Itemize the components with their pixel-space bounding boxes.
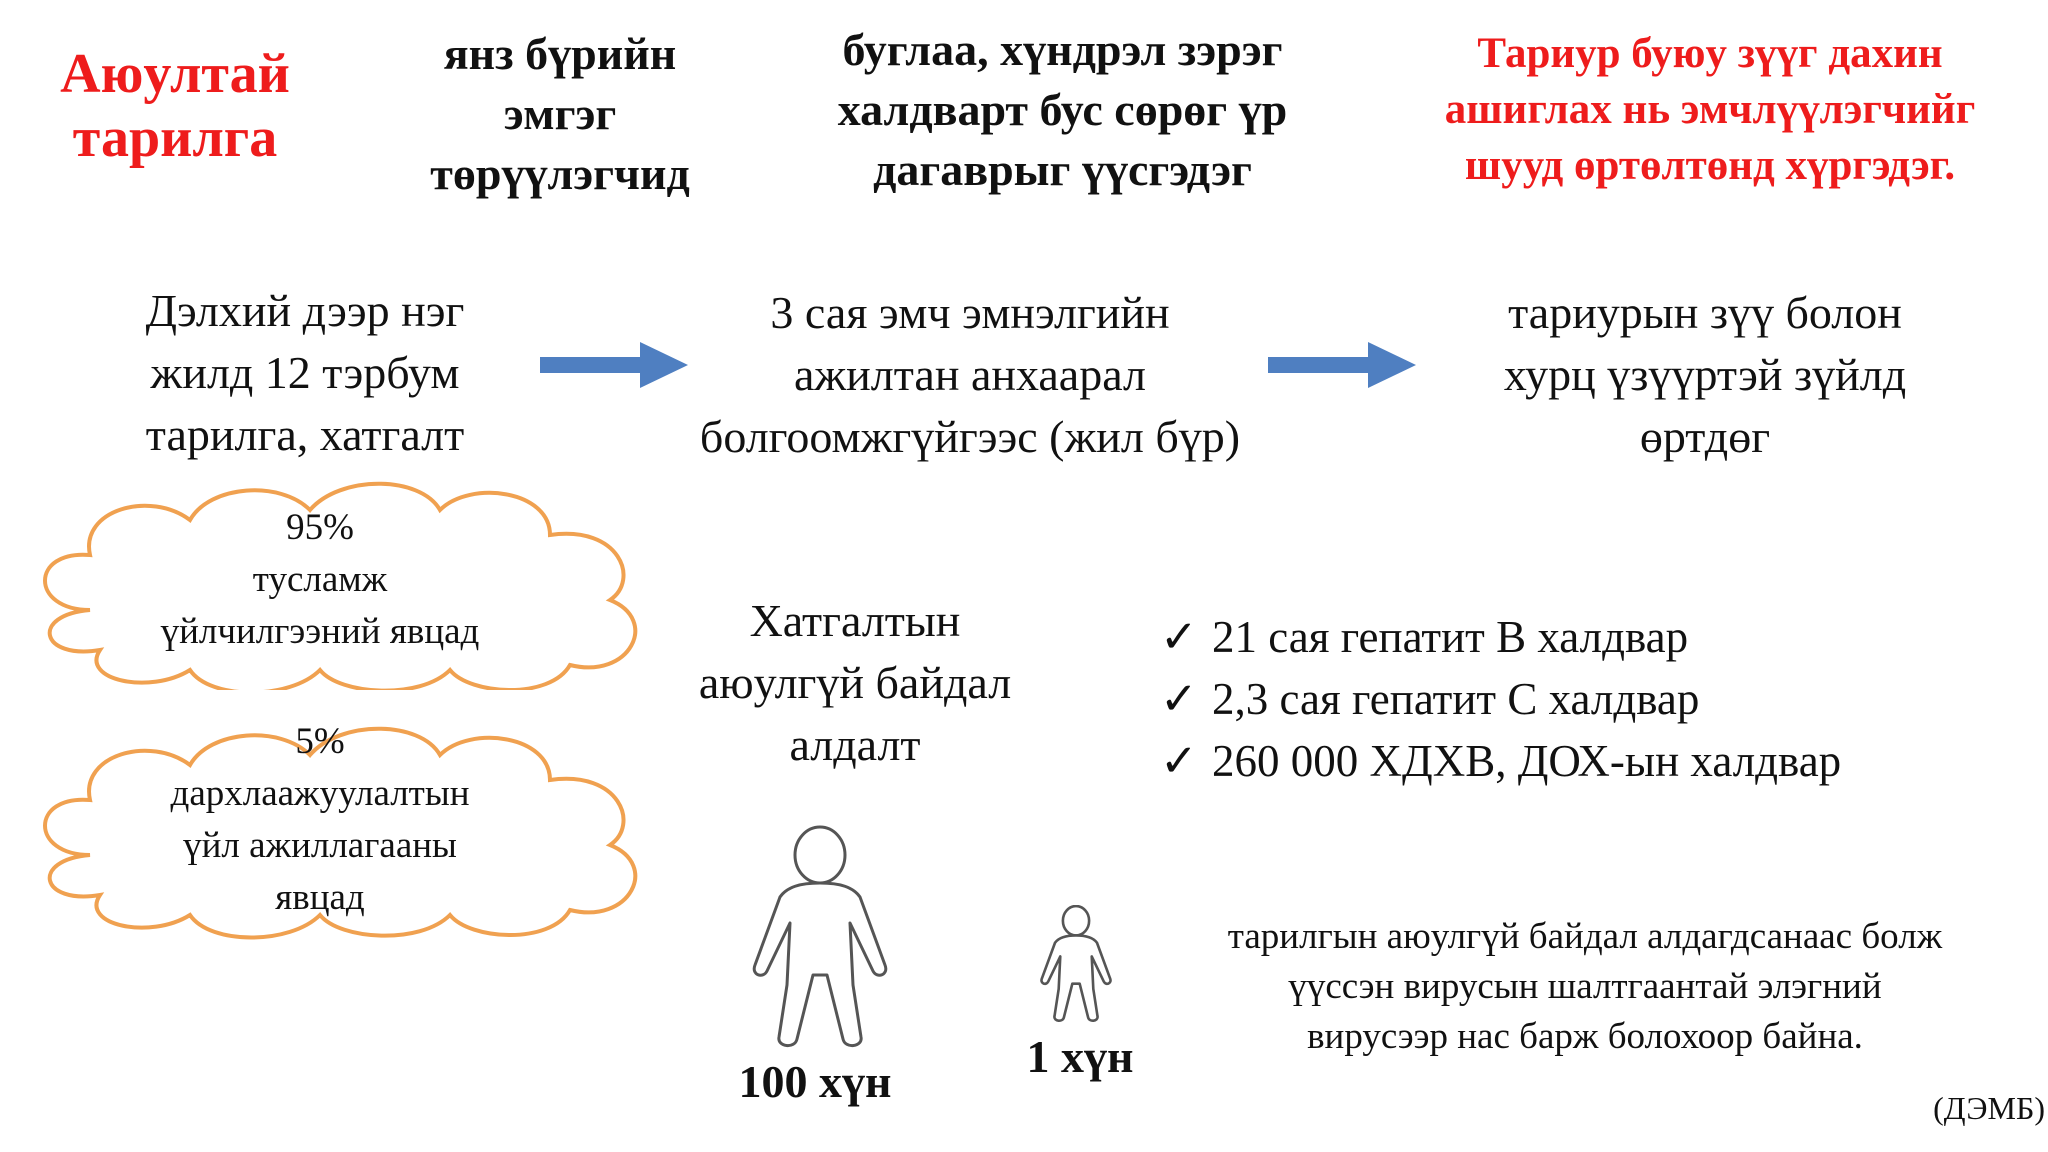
cloud-line: тусламж <box>252 559 388 600</box>
infection-checklist: ✓ 21 сая гепатит B халдвар ✓ 2,3 сая гепат… <box>1160 606 2020 792</box>
checkmark-icon: ✓ <box>1160 612 1198 662</box>
page-title-line: тарилга <box>72 107 278 169</box>
cloud-line: дархлаажуулалтын <box>170 773 470 814</box>
person-label-1: 1 хүн <box>1026 1031 1134 1082</box>
cloud-shape-icon <box>43 726 638 940</box>
person-label-100: 100 хүн <box>738 1056 892 1107</box>
flow-step-health-workers: 3 сая эмч эмнэлгийн ажилтан анхаарал бол… <box>660 282 1280 468</box>
header-line: буглаа, хүндрэл зэрэг <box>842 24 1283 75</box>
header-side-effects: буглаа, хүндрэл зэрэг халдварт бус сөрөг… <box>770 20 1355 200</box>
cloud-shape-icon <box>43 481 638 690</box>
checklist-item: ✓ 2,3 сая гепатит C халдвар <box>1160 668 2020 730</box>
header-pathogens: янз бүрийн эмгэг төрүүлэгчид <box>395 24 725 204</box>
flow-line: өртдөг <box>1639 411 1771 462</box>
header-line: ашиглах нь эмчлүүлэгчийг <box>1444 86 1976 133</box>
flow-step-injections: Дэлхий дээр нэг жилд 12 тэрбум тарилга, … <box>85 280 525 466</box>
note-line: вирусээр нас барж болохоор байна. <box>1307 1016 1863 1057</box>
cloud-line: 95% <box>286 507 354 548</box>
checkmark-icon: ✓ <box>1160 736 1198 786</box>
checklist-item-text: 2,3 сая гепатит C халдвар <box>1212 674 1700 724</box>
mortality-note: тарилгын аюулгүй байдал алдагдсанаас бол… <box>1160 912 2010 1062</box>
cloud-immunization: 5% дархлаажуулалтын үйл ажиллагааны явца… <box>100 716 540 924</box>
note-line: үүссэн вирусын шалтгаантай элэгний <box>1288 966 1882 1007</box>
header-line: эмгэг <box>503 88 617 139</box>
header-line: халдварт бус сөрөг үр <box>837 84 1288 135</box>
checkmark-icon: ✓ <box>1160 674 1198 724</box>
injection-safety-failure: Хатгалтын аюулгүй байдал алдалт <box>660 590 1050 776</box>
flow-line: ажилтан анхаарал <box>793 349 1146 400</box>
header-line: төрүүлэгчид <box>430 148 690 199</box>
cloud-care-services: 95% тусламж үйлчилгээний явцад <box>100 502 540 658</box>
header-line: Тариур буюу зүүг дахин <box>1477 30 1943 77</box>
flow-line: болгоомжгүйгээс (жил бүр) <box>699 411 1241 462</box>
person-icon <box>752 825 888 1047</box>
checklist-item: ✓ 260 000 ХДХВ, ДОХ-ын халдвар <box>1160 730 2020 792</box>
flow-line: жилд 12 тэрбум <box>150 347 460 398</box>
cloud-line: үйл ажиллагааны <box>183 825 457 866</box>
flow-line: Дэлхий дээр нэг <box>145 285 465 336</box>
risk-line: аюулгүй байдал <box>698 657 1012 708</box>
cloud-line: 5% <box>295 721 345 762</box>
header-line: шууд өртөлтөнд хүргэдэг. <box>1464 142 1956 189</box>
flow-line: 3 сая эмч эмнэлгийн <box>770 287 1170 338</box>
page-title: Аюултай тарилга <box>30 42 320 170</box>
cloud-line: явцад <box>275 877 365 918</box>
checklist-item: ✓ 21 сая гепатит B халдвар <box>1160 606 2020 668</box>
source-citation: (ДЭМБ) <box>1933 1090 2045 1126</box>
note-line: тарилгын аюулгүй байдал алдагдсанаас бол… <box>1227 916 1943 957</box>
checklist-item-text: 260 000 ХДХВ, ДОХ-ын халдвар <box>1212 736 1842 786</box>
checklist-item-text: 21 сая гепатит B халдвар <box>1212 612 1689 662</box>
risk-line: Хатгалтын <box>749 595 961 646</box>
arrow-right-icon <box>540 342 688 388</box>
page-title-line: Аюултай <box>60 43 290 105</box>
flow-line: тариурын зүү болон <box>1508 287 1902 338</box>
arrow-right-icon <box>1268 342 1416 388</box>
cloud-line: үйлчилгээний явцад <box>160 611 480 652</box>
flow-line: тарилга, хатгалт <box>145 409 465 460</box>
person-icon <box>1040 905 1112 1022</box>
header-line: дагаврыг үүсгэдэг <box>873 144 1252 195</box>
header-line: янз бүрийн <box>443 28 677 79</box>
flow-step-needle-exposure: тариурын зүү болон хурц үзүүртэй зүйлд ө… <box>1450 282 1960 468</box>
header-reuse-warning: Тариур буюу зүүг дахин ашиглах нь эмчлүү… <box>1400 26 2020 194</box>
risk-line: алдалт <box>789 719 921 770</box>
flow-line: хурц үзүүртэй зүйлд <box>1503 349 1907 400</box>
